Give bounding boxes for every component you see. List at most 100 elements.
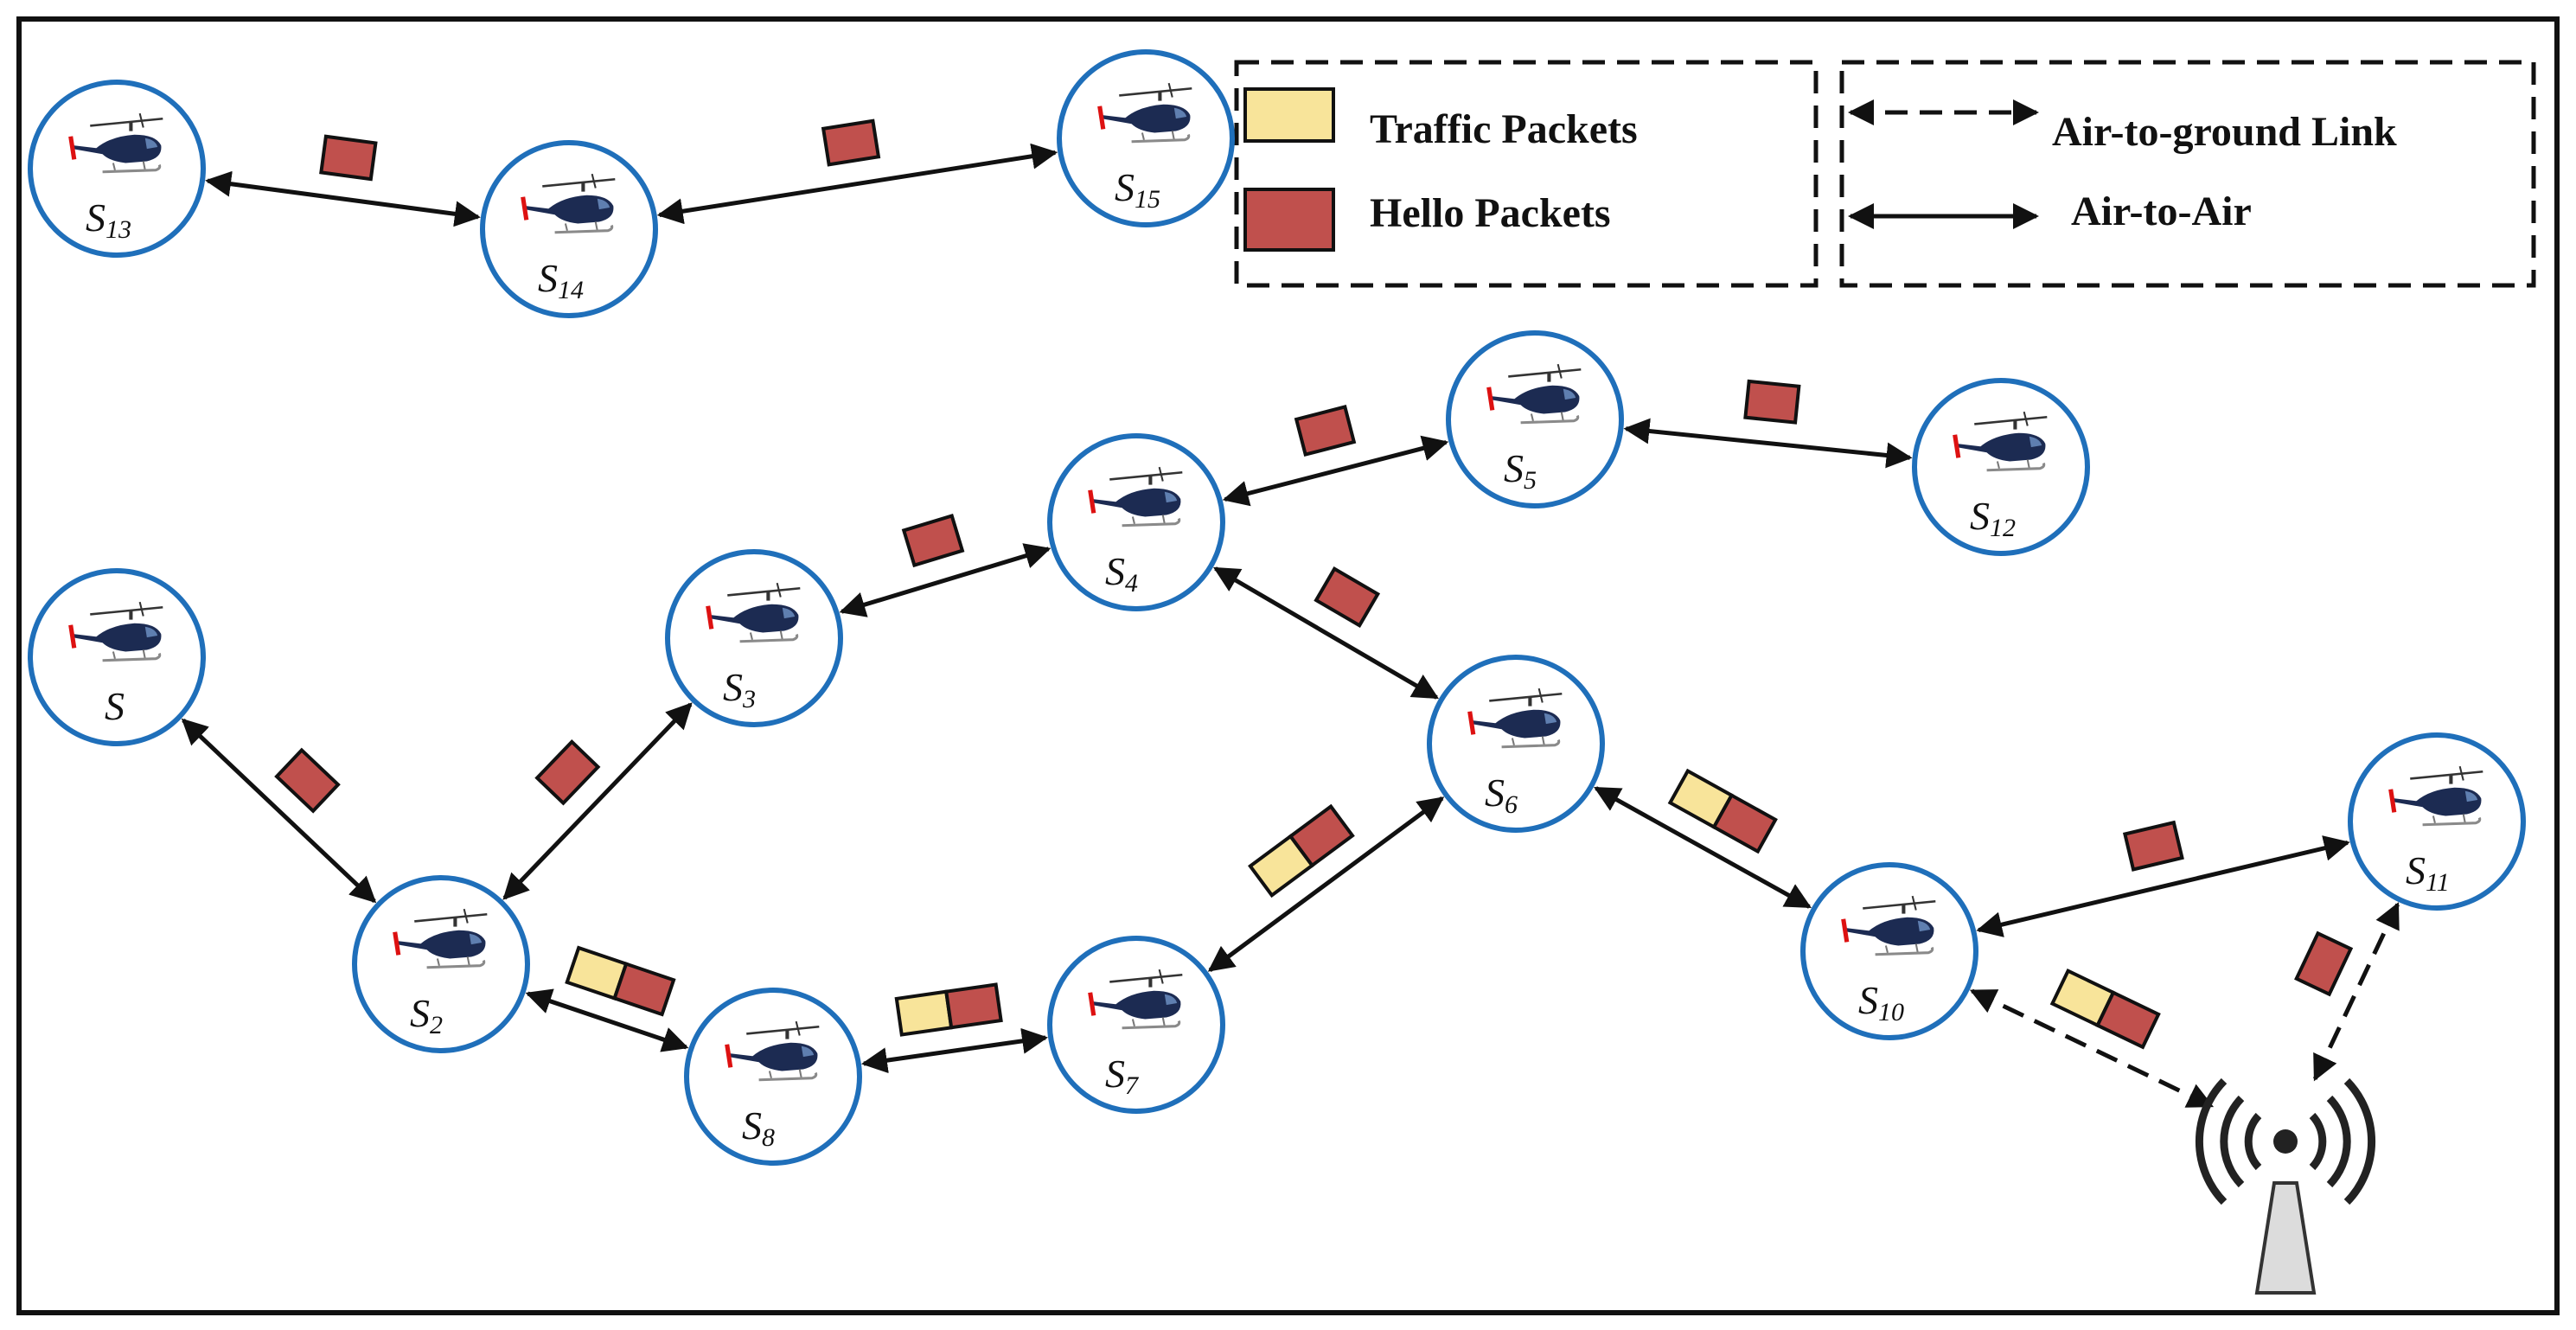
node-label: S15 — [1115, 165, 1160, 214]
packet-group-S13-S14 — [319, 134, 378, 182]
hello-packet — [274, 747, 341, 814]
radio-tower-icon — [2195, 1077, 2376, 1295]
hello-packet — [943, 982, 1003, 1030]
node-circle — [1047, 936, 1225, 1114]
node-label: S7 — [1105, 1052, 1140, 1100]
packet-group-S4-S6 — [1314, 566, 1381, 629]
link-S4-S5 — [1222, 435, 1449, 507]
node-label-subscript: 13 — [105, 215, 131, 244]
node-label-subscript: 14 — [558, 276, 584, 304]
packet-group-S14-S15 — [821, 118, 881, 167]
node-circle — [1047, 433, 1225, 611]
traffic-packet-swatch — [1243, 87, 1335, 143]
node-S14: S14 — [480, 140, 658, 318]
packet-group-tower-S11 — [2294, 930, 2354, 997]
legend-air-to-air-label: Air-to-Air — [2071, 189, 2252, 234]
node-label-base: S — [1970, 494, 1990, 538]
legend-hello-label: Hello Packets — [1370, 190, 1611, 236]
hello-packet — [1288, 803, 1355, 868]
packet-group-S2-S8 — [565, 945, 676, 1017]
packets-layer — [274, 118, 2354, 1050]
hello-packet — [2122, 820, 2184, 872]
node-label: S8 — [742, 1103, 775, 1152]
node-label-base: S — [1504, 446, 1524, 490]
node-circle — [28, 568, 206, 746]
node-label: S2 — [410, 991, 443, 1039]
packet-group-S6-S10 — [1667, 768, 1778, 854]
hello-packet — [1743, 379, 1801, 425]
hello-packet — [1711, 792, 1778, 854]
node-circle — [665, 549, 843, 727]
node-label: S3 — [723, 665, 756, 713]
node-label: S12 — [1970, 494, 2016, 542]
node-circle — [1912, 378, 2090, 556]
link-S-S2 — [181, 718, 377, 904]
legend-air-to-ground-label: Air-to-ground Link — [2052, 109, 2397, 155]
hello-packet — [901, 514, 965, 568]
hello-packet — [2095, 990, 2161, 1050]
link-S13-S14 — [205, 170, 481, 227]
node-label-subscript: 15 — [1135, 185, 1160, 214]
hello-packet — [821, 118, 881, 167]
packet-group-S3-S4 — [901, 514, 965, 568]
node-label-subscript: 6 — [1505, 790, 1518, 819]
node-S3: S3 — [665, 549, 843, 727]
node-S4: S4 — [1047, 433, 1225, 611]
node-circle — [1446, 330, 1624, 508]
node-label-subscript: 3 — [742, 685, 756, 713]
node-label: S — [105, 684, 125, 728]
link-S10-tower — [1969, 988, 2215, 1109]
node-label-subscript: 8 — [762, 1123, 775, 1152]
node-circle — [352, 875, 530, 1053]
traffic-packet — [894, 989, 954, 1037]
node-label: S13 — [86, 195, 131, 244]
node-circle — [28, 80, 206, 258]
packet-group-S8-S7 — [894, 982, 1003, 1037]
node-circle — [1057, 49, 1235, 227]
node-label: S4 — [1105, 549, 1138, 598]
node-label: S5 — [1504, 446, 1537, 495]
node-label-base: S — [742, 1103, 762, 1148]
link-S14-S15 — [656, 143, 1058, 225]
node-label-base: S — [105, 684, 125, 728]
node-label: S14 — [538, 256, 584, 304]
packet-group-S2-S3 — [534, 739, 601, 806]
node-label-base: S — [1858, 978, 1878, 1022]
links-layer — [181, 143, 2400, 1109]
packet-group-S10-tower — [2049, 969, 2161, 1050]
packet-group-S5-S12 — [1743, 379, 1801, 425]
node-label-subscript: 10 — [1878, 998, 1904, 1026]
node-circle — [2348, 732, 2526, 911]
link-S7-S6 — [1207, 796, 1445, 972]
node-S7: S7 — [1047, 936, 1225, 1114]
node-label-subscript: 5 — [1524, 466, 1537, 495]
link-S3-S4 — [839, 543, 1051, 617]
outer-frame — [16, 16, 2560, 1315]
node-S8: S8 — [684, 988, 862, 1166]
link-S2-S8 — [525, 988, 689, 1052]
node-circle — [684, 988, 862, 1166]
node-label-base: S — [723, 665, 743, 709]
node-S2: S2 — [352, 875, 530, 1053]
node-label: S11 — [2406, 848, 2450, 897]
hello-packet-swatch — [1243, 188, 1335, 252]
node-S15: S15 — [1057, 49, 1235, 227]
node-circle — [1427, 655, 1605, 833]
node-label: S10 — [1858, 978, 1904, 1026]
node-label: S6 — [1485, 771, 1518, 819]
node-label-base: S — [538, 256, 558, 300]
link-S5-S12 — [1623, 418, 1913, 469]
hello-packet — [1314, 566, 1381, 629]
legend-packets: Traffic Packets Hello Packets — [1234, 60, 1819, 288]
node-label-base: S — [1485, 771, 1505, 815]
node-label-base: S — [86, 195, 105, 240]
node-circle — [480, 140, 658, 318]
node-S12: S12 — [1912, 378, 2090, 556]
packet-group-S7-S6 — [1248, 803, 1355, 898]
node-S: S — [28, 568, 206, 746]
node-S10: S10 — [1800, 862, 1978, 1040]
node-label-base: S — [2406, 848, 2426, 892]
node-label-subscript: 12 — [1990, 514, 2016, 542]
